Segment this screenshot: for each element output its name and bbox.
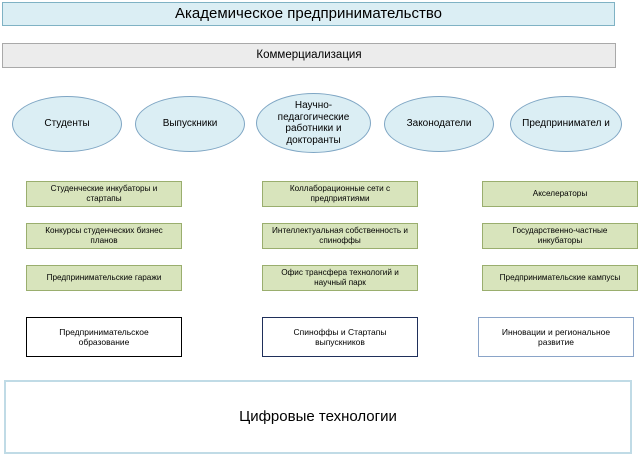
diagram-title: Академическое предпринимательство	[175, 5, 442, 23]
actor-students: Студенты	[12, 96, 122, 152]
initiative-box: Предпринимательские кампусы	[482, 265, 638, 291]
initiative-box: Акселераторы	[482, 181, 638, 207]
actor-label: Выпускники	[162, 118, 218, 130]
outcome-box: Спиноффы и Стартапы выпускников	[262, 317, 418, 357]
title-banner: Академическое предпринимательство	[2, 2, 615, 26]
initiative-box: Офис трансфера технологий и научный парк	[262, 265, 418, 291]
actor-researchers: Научно-педагогические работники и доктор…	[256, 93, 371, 153]
initiative-label: Предпринимательские гаражи	[46, 273, 162, 283]
actor-entrepreneurs: Предпринимател и	[510, 96, 622, 152]
commercialization-label: Коммерциализация	[256, 48, 362, 61]
initiative-label: Студенческие инкубаторы и стартапы	[50, 184, 158, 203]
actor-label: Научно-педагогические работники и доктор…	[277, 100, 350, 146]
actor-label: Предпринимател и	[522, 118, 610, 130]
outcome-label: Предпринимательское образование	[59, 326, 149, 347]
initiative-label: Коллаборационные сети с предприятиями	[289, 184, 391, 203]
initiative-box: Коллаборационные сети с предприятиями	[262, 181, 418, 207]
outcome-box: Инновации и региональное развитие	[478, 317, 634, 357]
initiative-label: Конкурсы студенческих бизнес планов	[45, 226, 163, 245]
initiative-box: Государственно-частные инкубаторы	[482, 223, 638, 249]
initiative-box: Студенческие инкубаторы и стартапы	[26, 181, 182, 207]
initiative-label: Акселераторы	[532, 189, 588, 199]
outcome-label: Инновации и региональное развитие	[501, 326, 611, 347]
actor-label: Студенты	[44, 118, 90, 130]
actor-graduates: Выпускники	[135, 96, 245, 152]
actor-legislators: Законодатели	[384, 96, 494, 152]
initiative-box: Интеллектуальная собственность и спинофф…	[262, 223, 418, 249]
actor-label: Законодатели	[406, 118, 472, 130]
outcome-box: Предпринимательское образование	[26, 317, 182, 357]
initiative-label: Предпринимательские кампусы	[499, 273, 621, 283]
initiative-label: Государственно-частные инкубаторы	[512, 226, 608, 245]
digital-technologies-banner: Цифровые технологии	[4, 380, 632, 454]
commercialization-banner: Коммерциализация	[2, 43, 616, 68]
footer-label: Цифровые технологии	[239, 408, 397, 426]
outcome-label: Спиноффы и Стартапы выпускников	[293, 326, 387, 347]
initiative-label: Офис трансфера технологий и научный парк	[281, 268, 399, 287]
initiative-box: Предпринимательские гаражи	[26, 265, 182, 291]
initiative-box: Конкурсы студенческих бизнес планов	[26, 223, 182, 249]
initiative-label: Интеллектуальная собственность и спинофф…	[272, 226, 408, 245]
